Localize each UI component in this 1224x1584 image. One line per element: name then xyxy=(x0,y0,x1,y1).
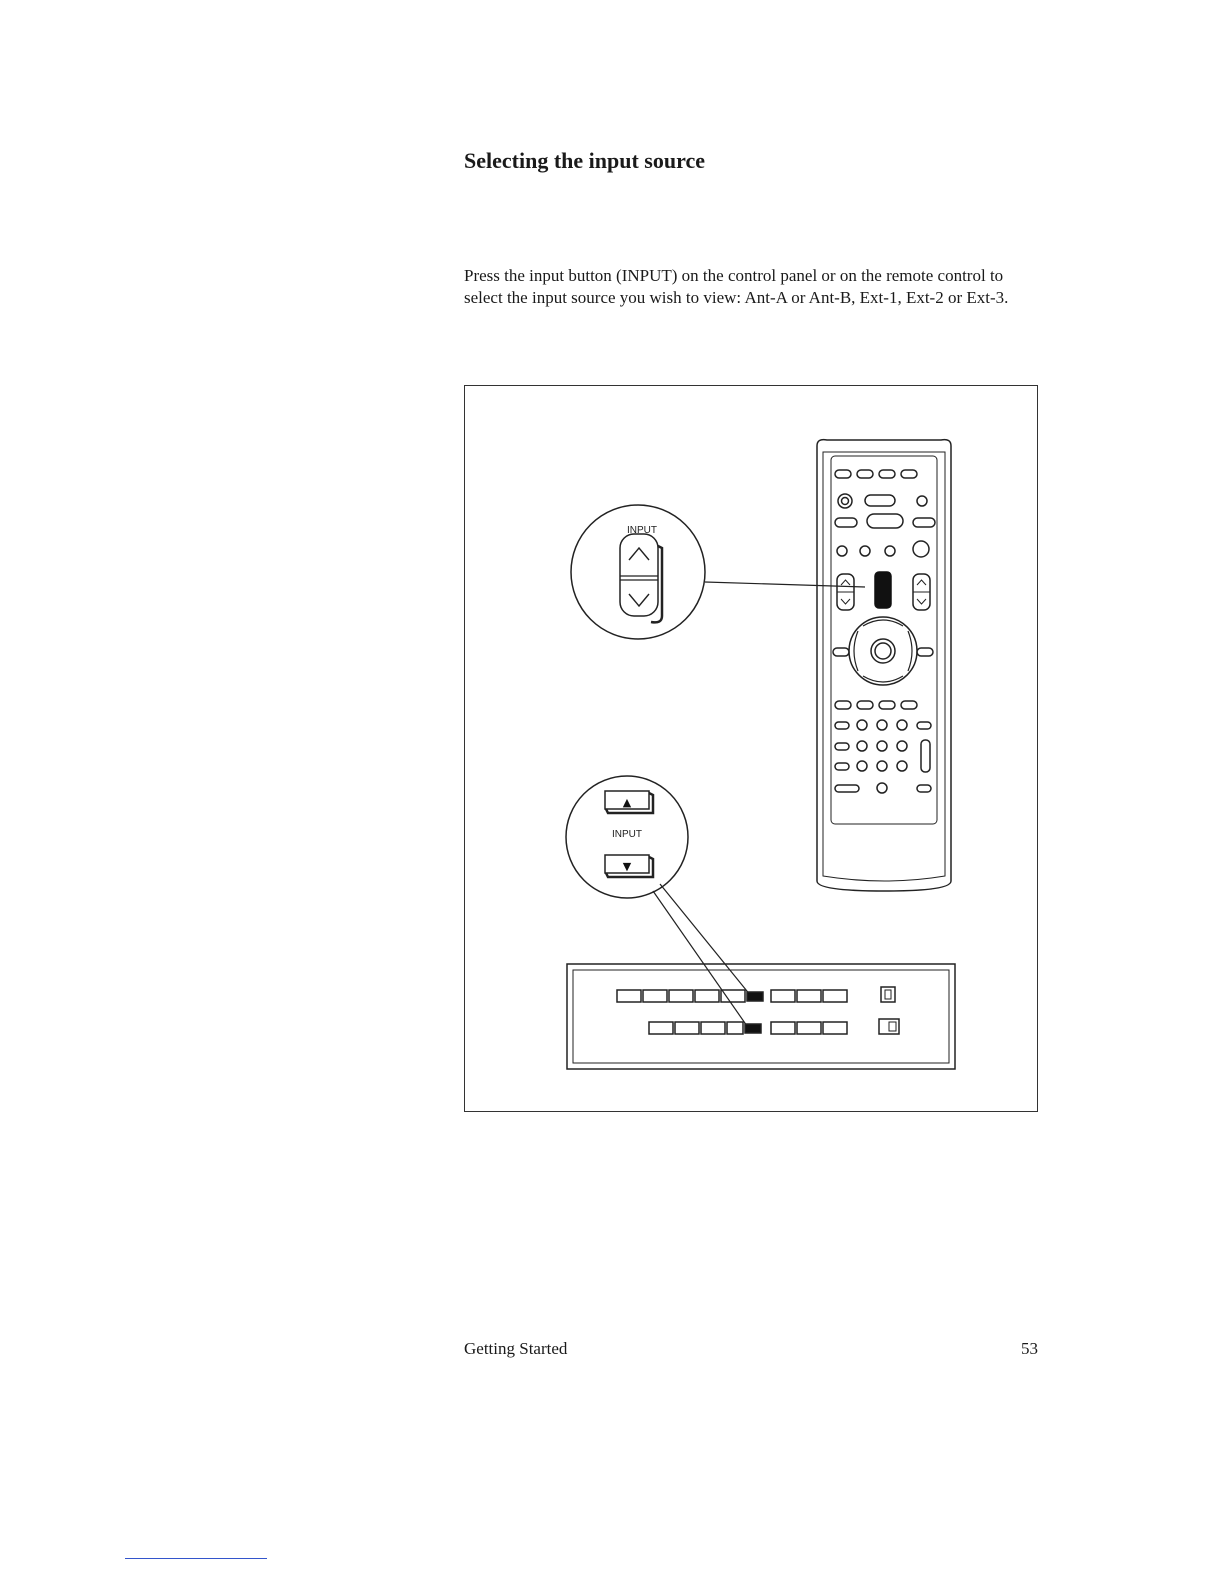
control-panel-drawing xyxy=(567,964,955,1069)
illustration-frame: INPUT INPUT ▲ ▼ xyxy=(464,385,1038,1112)
up-arrow-icon: ▲ xyxy=(623,796,632,809)
section-title: Selecting the input source xyxy=(464,148,705,174)
highlighted-input-button-icon xyxy=(875,572,891,608)
remote-and-panel-illustration: INPUT INPUT ▲ ▼ xyxy=(465,386,1039,1113)
remote-control-drawing xyxy=(817,440,951,891)
instruction-paragraph: Press the input button (INPUT) on the co… xyxy=(464,265,1034,309)
page-number: 53 xyxy=(1000,1339,1038,1359)
panel-input-callout xyxy=(566,776,751,1026)
bottom-rule xyxy=(125,1558,267,1559)
panel-callout-leader-upper xyxy=(660,884,751,996)
remote-callout-label: INPUT xyxy=(627,525,657,536)
panel-callout-label: INPUT xyxy=(612,829,642,840)
remote-input-callout xyxy=(571,505,865,639)
panel-callout-leader-lower xyxy=(653,891,747,1026)
down-arrow-icon: ▼ xyxy=(623,860,632,873)
footer-section-name: Getting Started xyxy=(464,1339,567,1359)
